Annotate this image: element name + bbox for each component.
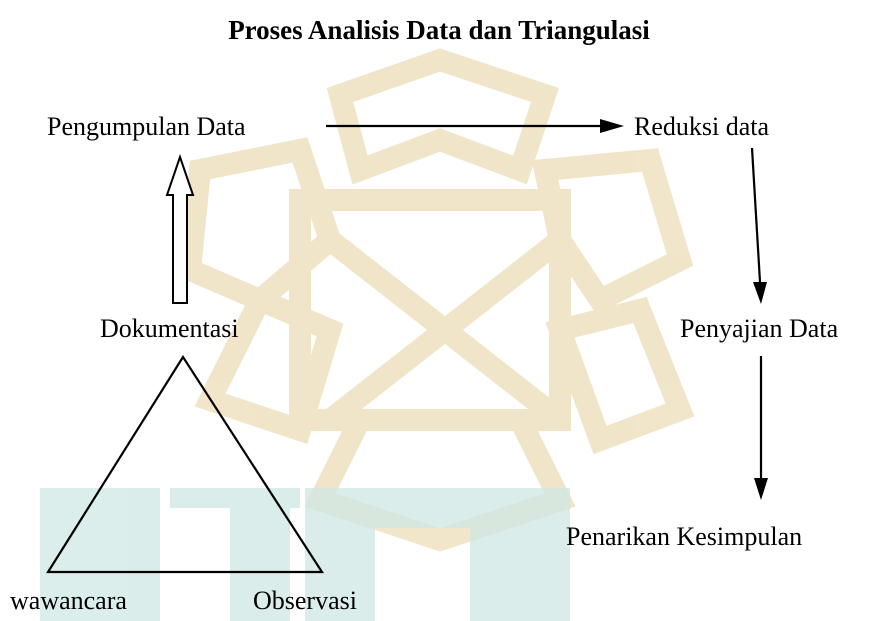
node-penyajian-data: Penyajian Data bbox=[680, 314, 839, 343]
node-observasi: Observasi bbox=[253, 586, 357, 615]
edge-dokumentasi-to-pengumpulan bbox=[165, 153, 195, 304]
node-penarikan-kesimpulan: Penarikan Kesimpulan bbox=[566, 522, 803, 551]
triangulation-triangle bbox=[46, 354, 325, 574]
edge-pengumpulan-to-reduksi bbox=[326, 119, 624, 133]
node-pengumpulan-data: Pengumpulan Data bbox=[47, 112, 246, 141]
edge-penyajian-to-penarikan bbox=[754, 356, 768, 500]
node-dokumentasi: Dokumentasi bbox=[100, 314, 239, 343]
diagram-title: Proses Analisis Data dan Triangulasi bbox=[228, 15, 650, 45]
node-wawancara: wawancara bbox=[10, 586, 127, 615]
edge-reduksi-to-penyajian bbox=[750, 147, 767, 304]
node-reduksi-data: Reduksi data bbox=[634, 112, 770, 141]
